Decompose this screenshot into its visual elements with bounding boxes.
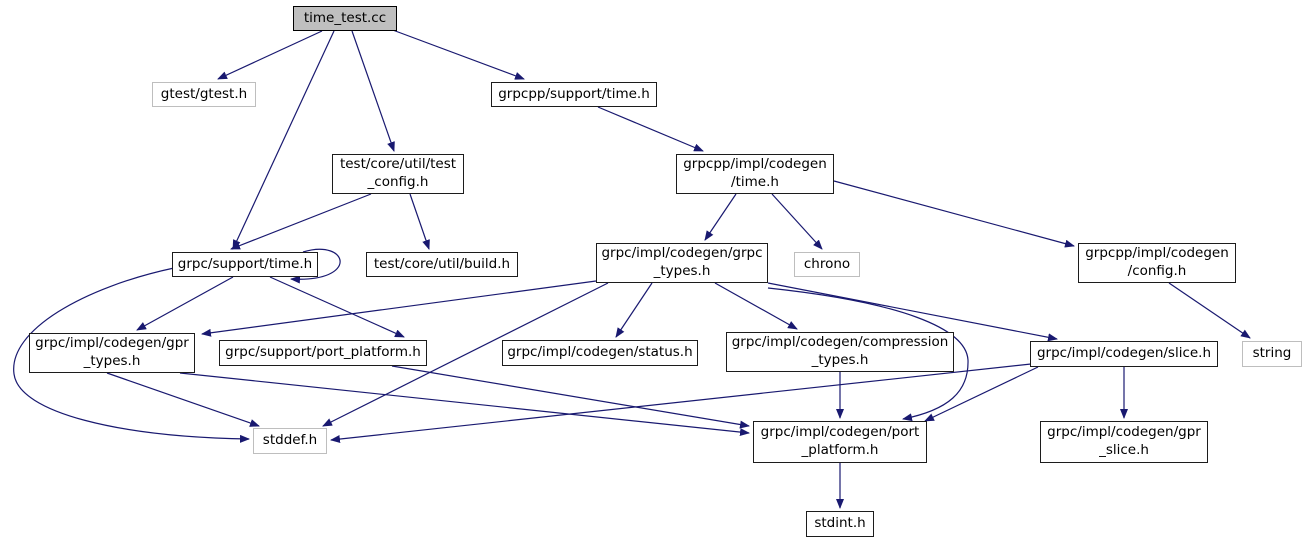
edge-grpcpp-codegen-time-to-config	[833, 180, 1075, 248]
node-string: string	[1242, 341, 1302, 367]
edge-grpcpp-codegen-time-to-chrono	[771, 193, 823, 250]
edge-grpc-types-to-slice	[767, 282, 1058, 342]
edge-grpc-support-time-self-loop	[290, 248, 341, 284]
edge-grpcpp-support-time-to-grpcpp-codegen-time	[597, 106, 704, 152]
node-grpc-impl-codegen-gpr-slice-h[interactable]: grpc/impl/codegen/gpr _slice.h	[1040, 421, 1208, 463]
node-stddef-h: stddef.h	[253, 428, 327, 454]
edge-grpcpp-codegen-time-to-grpc-types	[704, 193, 737, 241]
node-grpc-impl-codegen-slice-h[interactable]: grpc/impl/codegen/slice.h	[1030, 341, 1218, 367]
node-grpc-support-time-h[interactable]: grpc/support/time.h	[172, 252, 318, 277]
edge-grpc-types-to-stddef	[322, 282, 609, 427]
edge-grpc-types-to-status	[615, 282, 653, 338]
edge-grpc-types-to-compression-types	[714, 282, 798, 330]
node-chrono: chrono	[794, 252, 860, 277]
edge-time-test-cc-to-grpc-support-time	[232, 30, 335, 250]
edge-test-config-to-grpc-support-time	[230, 193, 372, 250]
edge-gpr-types-to-stddef	[106, 372, 260, 427]
node-grpcpp-impl-codegen-time-h[interactable]: grpcpp/impl/codegen /time.h	[676, 154, 834, 194]
edge-slice-to-codegen-port-platform	[924, 366, 1039, 422]
node-grpc-impl-codegen-compression-types-h[interactable]: grpc/impl/codegen/compression _types.h	[726, 332, 954, 372]
node-grpc-impl-codegen-status-h[interactable]: grpc/impl/codegen/status.h	[502, 340, 698, 366]
edge-test-config-to-build	[409, 193, 430, 250]
edge-support-port-platform-to-codegen-port-platform	[391, 365, 750, 429]
edge-slice-to-stddef	[330, 363, 1032, 444]
edge-grpc-support-time-to-support-port-platform	[269, 276, 405, 338]
edge-time-test-cc-to-test-config	[351, 30, 395, 152]
node-gtest-gtest-h: gtest/gtest.h	[152, 82, 256, 107]
node-stdint-h[interactable]: stdint.h	[806, 511, 874, 537]
edge-grpc-types-to-gpr-types	[201, 280, 597, 337]
node-test-core-util-build-h[interactable]: test/core/util/build.h	[366, 252, 518, 277]
node-grpcpp-impl-codegen-config-h[interactable]: grpcpp/impl/codegen /config.h	[1078, 243, 1236, 283]
node-grpcpp-support-time-h[interactable]: grpcpp/support/time.h	[491, 82, 657, 107]
node-grpc-impl-codegen-grpc-types-h[interactable]: grpc/impl/codegen/grpc _types.h	[596, 243, 768, 283]
edge-grpc-support-time-to-gpr-types	[136, 276, 234, 331]
edge-config-to-string	[1168, 282, 1251, 339]
node-grpc-impl-codegen-port-platform-h[interactable]: grpc/impl/codegen/port _platform.h	[753, 421, 927, 463]
edge-time-test-cc-to-grpcpp-support-time	[389, 28, 525, 80]
node-grpc-impl-codegen-gpr-types-h[interactable]: grpc/impl/codegen/gpr _types.h	[29, 333, 195, 373]
node-time-test-cc: time_test.cc	[293, 6, 397, 31]
edge-grpc-types-to-codegen-port-platform	[767, 287, 969, 422]
edge-grpc-support-time-to-stddef	[13, 267, 250, 443]
edge-time-test-cc-to-gtest	[217, 30, 323, 80]
node-grpc-support-port-platform-h[interactable]: grpc/support/port_platform.h	[219, 340, 427, 366]
node-test-core-util-test-config-h[interactable]: test/core/util/test _config.h	[332, 154, 464, 194]
edge-gpr-types-to-codegen-port-platform	[179, 372, 750, 437]
